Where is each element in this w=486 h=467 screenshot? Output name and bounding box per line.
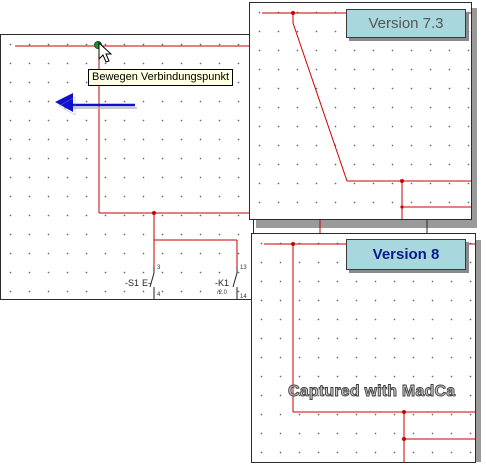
panel-new-shadow-right <box>476 240 481 462</box>
k1-top-pin: 13 <box>240 265 247 271</box>
junction-dot <box>402 437 406 441</box>
s1-contact-marker: E- <box>142 278 151 288</box>
capture-watermark: Captured with MadCa <box>288 383 456 401</box>
k1-cross-reference: /2.0 <box>217 290 228 296</box>
k1-bottom-pin: 14 <box>240 294 247 300</box>
junction-dot <box>400 205 404 209</box>
move-left-arrow-icon <box>55 93 137 116</box>
panel-old-shadow-right <box>472 8 477 228</box>
s1-top-pin: 3 <box>157 265 161 271</box>
s1-bottom-pin: 4 <box>157 292 161 298</box>
wire-diagonal-slope <box>292 22 348 182</box>
s1-contact-blade <box>149 272 155 288</box>
schematic-wires-main <box>15 45 253 299</box>
tooltip-move-connection-point: Bewegen Verbindungspunkt <box>88 69 233 86</box>
k1-contact-blade <box>232 272 238 288</box>
version-badge-new: Version 8 <box>346 239 466 270</box>
mouse-pointer-icon <box>98 42 113 63</box>
s1-designation: -S1 <box>125 278 140 288</box>
version-badge-old: Version 7.3 <box>346 9 466 38</box>
panel-old-shadow-bottom <box>256 220 477 228</box>
schematic-canvas-version-7-3[interactable]: Version 7.3 <box>249 2 472 220</box>
k1-designation: -K1 <box>215 278 230 288</box>
schematic-canvas-version-8[interactable]: Version 8 <box>251 233 476 463</box>
